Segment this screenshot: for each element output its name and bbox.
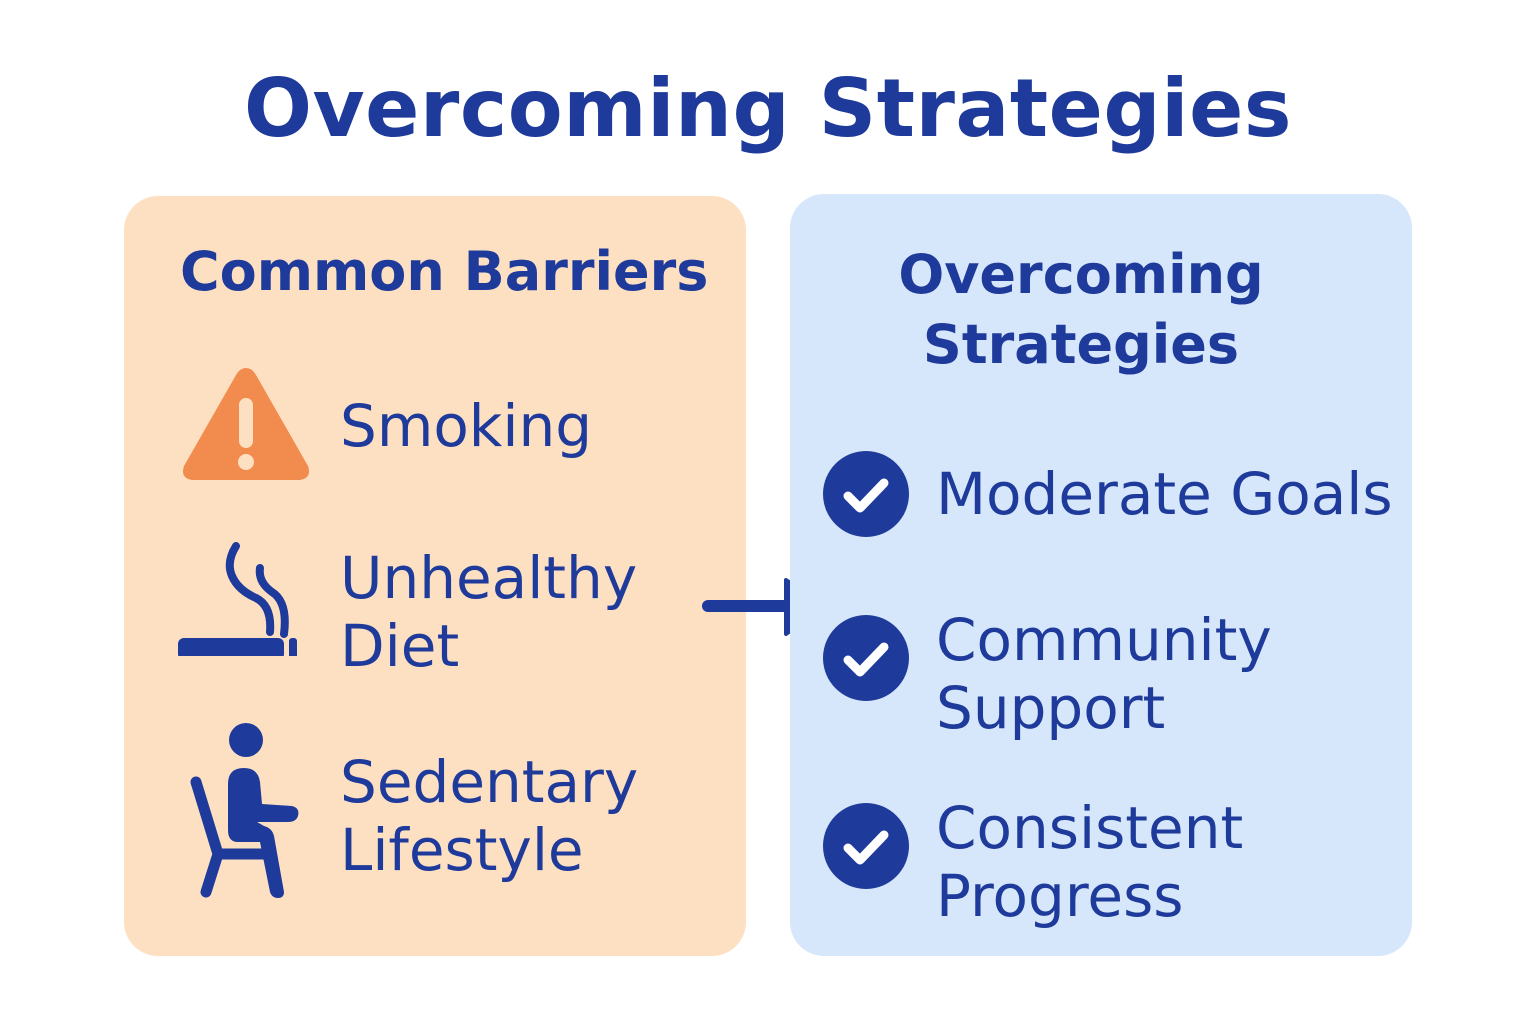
- barrier-label: Sedentary Lifestyle: [340, 748, 639, 884]
- strategies-heading: Overcoming Strategies: [898, 243, 1264, 376]
- barrier-label: Smoking: [340, 392, 593, 460]
- strategy-item-consistent-progress: Consistent Progress: [936, 794, 1243, 930]
- barrier-label: Unhealthy Diet: [340, 544, 638, 680]
- warning-triangle-icon: [183, 368, 309, 480]
- strategy-item-moderate-goals: Moderate Goals: [936, 460, 1393, 528]
- strategy-label: Moderate Goals: [936, 460, 1393, 528]
- barrier-item-smoking: Smoking: [340, 392, 592, 460]
- sitting-person-icon: [190, 723, 299, 898]
- check-circle-icon: [823, 451, 909, 537]
- main-title: Overcoming Strategies: [244, 62, 1292, 155]
- strategy-label: Consistent Progress: [936, 794, 1244, 930]
- barriers-heading: Common Barriers: [180, 240, 709, 303]
- check-circle-icon: [823, 615, 909, 701]
- barriers-panel: Common Barriers Smoking Unhealthy Diet S…: [124, 196, 746, 956]
- barrier-item-unhealthy-diet: Unhealthy Diet: [340, 544, 637, 680]
- check-circle-icon: [823, 803, 909, 889]
- cigarette-icon: [178, 542, 297, 656]
- barrier-item-sedentary-lifestyle: Sedentary Lifestyle: [340, 748, 638, 884]
- strategies-panel: Overcoming Strategies Moderate Goals Com…: [790, 194, 1412, 956]
- strategy-label: Community Support: [936, 606, 1272, 742]
- strategy-item-community-support: Community Support: [936, 606, 1272, 742]
